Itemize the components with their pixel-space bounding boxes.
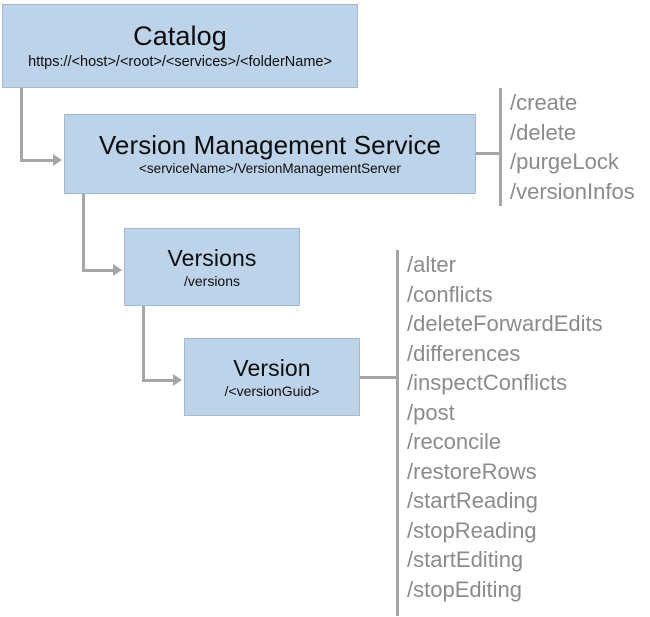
arrow-head-icon-catalog-to-vms	[53, 154, 62, 166]
operation-item[interactable]: /deleteForwardEdits	[407, 311, 603, 336]
node-versions-title: Versions	[167, 244, 257, 271]
node-version-title: Version	[233, 354, 311, 381]
operation-item[interactable]: /restoreRows	[407, 458, 537, 484]
operation-item[interactable]: /versionInfos	[510, 178, 635, 204]
node-catalog-path: https://<host>/<root>/<services>/<folder…	[28, 53, 332, 70]
node-version-management-service-path: <serviceName>/VersionManagementServer	[139, 161, 401, 177]
node-version-path: /<versionGuid>	[224, 382, 320, 399]
connector-vms-to-versions-horizontal	[82, 269, 115, 272]
operation-item[interactable]: /differences	[407, 340, 521, 366]
operation-item[interactable]: /conflicts	[407, 281, 493, 307]
node-versions[interactable]: Versions /versions	[124, 228, 300, 306]
operation-item[interactable]: /create	[510, 90, 578, 115]
bracket-stem-vms-operations	[476, 152, 501, 155]
node-catalog[interactable]: Catalog https://<host>/<root>/<services>…	[2, 4, 358, 88]
operation-item[interactable]: /startReading	[407, 488, 538, 513]
operations-list-version: /alter /conflicts /deleteForwardEdits /d…	[407, 250, 603, 604]
connector-versions-to-version-horizontal	[142, 379, 175, 382]
bracket-bar-vms-operations	[499, 88, 502, 206]
connector-versions-to-version-vertical	[142, 306, 145, 382]
node-versions-path: /versions	[183, 272, 241, 289]
arrow-head-icon-vms-to-versions	[113, 264, 122, 276]
bracket-bar-version-operations	[396, 250, 399, 616]
operations-list-vms: /create /delete /purgeLock /versionInfos	[510, 88, 635, 206]
operation-item[interactable]: /alter	[407, 252, 456, 277]
operation-item[interactable]: /stopReading	[407, 517, 537, 543]
operation-item[interactable]: /startEditing	[407, 547, 524, 572]
operation-item[interactable]: /delete	[510, 119, 577, 145]
operation-item[interactable]: /purgeLock	[510, 149, 619, 174]
node-version-management-service[interactable]: Version Management Service <serviceName>…	[64, 114, 476, 194]
connector-vms-to-versions-vertical	[82, 194, 85, 272]
node-catalog-title: Catalog	[133, 21, 227, 52]
operation-item[interactable]: /post	[407, 399, 455, 425]
operation-item[interactable]: /reconcile	[407, 429, 502, 454]
operation-item[interactable]: /stopEditing	[407, 576, 522, 602]
bracket-stem-version-operations	[360, 376, 398, 379]
connector-catalog-to-vms-horizontal	[20, 159, 55, 162]
node-version-management-service-title: Version Management Service	[98, 129, 442, 160]
operation-item[interactable]: /inspectConflicts	[407, 370, 568, 395]
arrow-head-icon-versions-to-version	[173, 374, 182, 386]
node-version[interactable]: Version /<versionGuid>	[184, 338, 360, 416]
connector-catalog-to-vms-vertical	[20, 88, 23, 162]
